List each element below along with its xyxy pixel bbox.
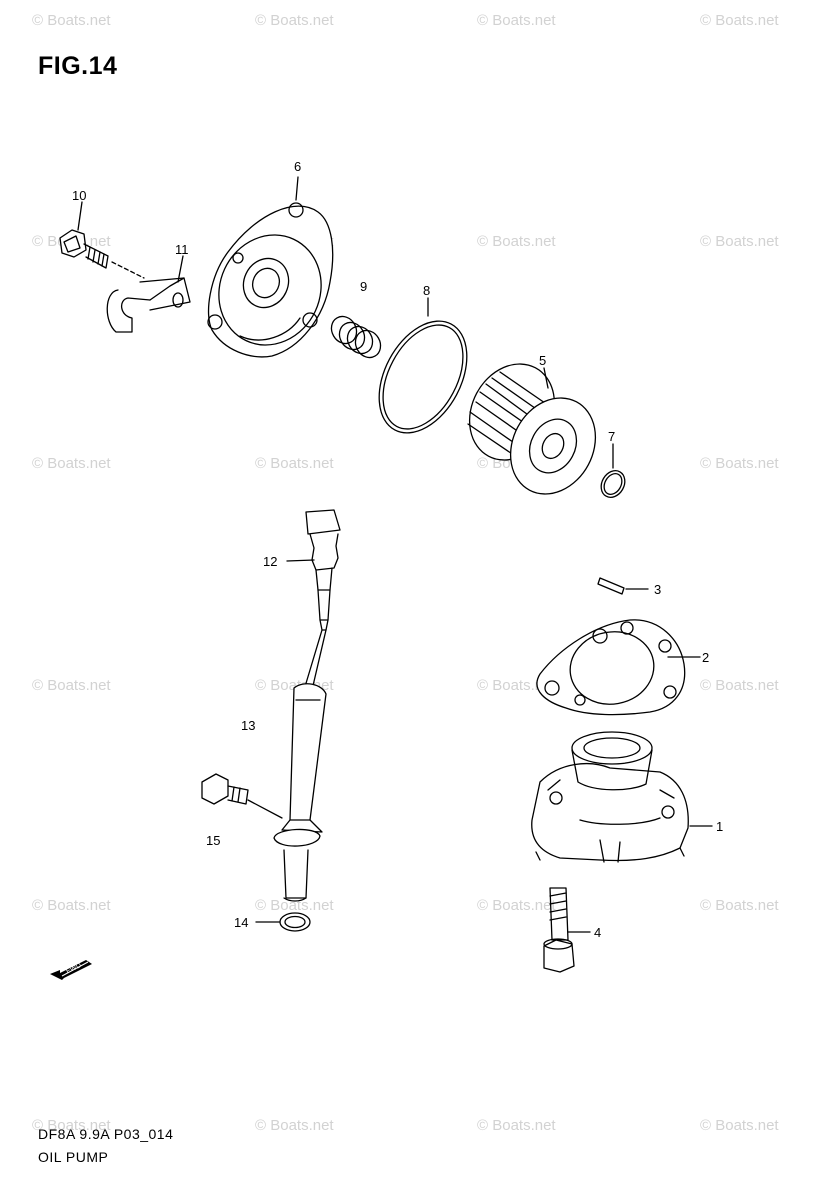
watermark: © Boats.net	[477, 677, 556, 694]
watermark: © Boats.net	[700, 455, 779, 472]
callout-7: 7	[608, 429, 616, 444]
part-9-spring	[330, 315, 382, 359]
part-4-bolt	[543, 887, 575, 973]
diagram-code: DF8A 9.9A P03_014	[38, 1126, 174, 1142]
watermark: © Boats.net	[700, 897, 779, 914]
callout-1: 1	[716, 819, 724, 834]
watermark: © Boats.net	[477, 12, 556, 29]
part-15-bolt	[201, 773, 249, 805]
part-3-pin	[597, 577, 625, 595]
watermark: © Boats.net	[255, 897, 334, 914]
callout-14: 14	[234, 915, 249, 930]
watermark: © Boats.net	[32, 1117, 111, 1134]
part-2-gasket	[536, 619, 686, 716]
leader-12	[286, 559, 315, 562]
callout-15: 15	[206, 833, 221, 848]
watermark: © Boats.net	[32, 455, 111, 472]
callout-5: 5	[539, 353, 547, 368]
callout-12: 12	[263, 554, 278, 569]
watermark: © Boats.net	[700, 677, 779, 694]
part-14-washer	[279, 912, 311, 932]
watermark: © Boats.net	[255, 455, 334, 472]
forward-label: FWD	[65, 962, 82, 975]
callout-4: 4	[594, 925, 602, 940]
leader-6	[295, 176, 299, 201]
watermark: © Boats.net	[700, 233, 779, 250]
watermark: © Boats.net	[477, 897, 556, 914]
callout-10: 10	[72, 188, 87, 203]
watermark: © Boats.net	[32, 12, 111, 29]
part-11-clip	[106, 277, 191, 333]
part-13-guide-tube	[273, 683, 327, 902]
forward-arrow-icon: FWD	[50, 960, 92, 980]
part-7-small-o-ring	[600, 470, 626, 498]
watermark: © Boats.net	[32, 897, 111, 914]
watermark: © Boats.net	[32, 677, 111, 694]
watermark: © Boats.net	[700, 1117, 779, 1134]
watermark: © Boats.net	[477, 233, 556, 250]
watermark: © Boats.net	[255, 1117, 334, 1134]
leader-5	[543, 367, 549, 389]
part-12-dipstick	[303, 509, 341, 691]
leader-10-axis	[111, 261, 145, 279]
part-6-cover	[207, 202, 334, 358]
callout-13: 13	[241, 718, 256, 733]
diagram-name: OIL PUMP	[38, 1149, 109, 1165]
leader-11	[177, 255, 184, 283]
watermark: © Boats.net	[700, 12, 779, 29]
callout-8: 8	[423, 283, 431, 298]
part-5-oil-filter	[467, 363, 597, 495]
callout-6: 6	[294, 159, 302, 174]
part-10-bolt	[59, 229, 109, 269]
part-8-o-ring	[378, 320, 468, 434]
watermark: © Boats.net	[255, 12, 334, 29]
part-1-pump-body	[531, 731, 689, 863]
leader-10	[77, 201, 83, 231]
figure-title: FIG.14	[38, 52, 118, 80]
callout-11: 11	[175, 242, 189, 257]
callout-3: 3	[654, 582, 662, 597]
leader-15	[247, 799, 283, 819]
callout-2: 2	[702, 650, 710, 665]
watermark: © Boats.net	[477, 1117, 556, 1134]
callout-9: 9	[360, 279, 368, 294]
